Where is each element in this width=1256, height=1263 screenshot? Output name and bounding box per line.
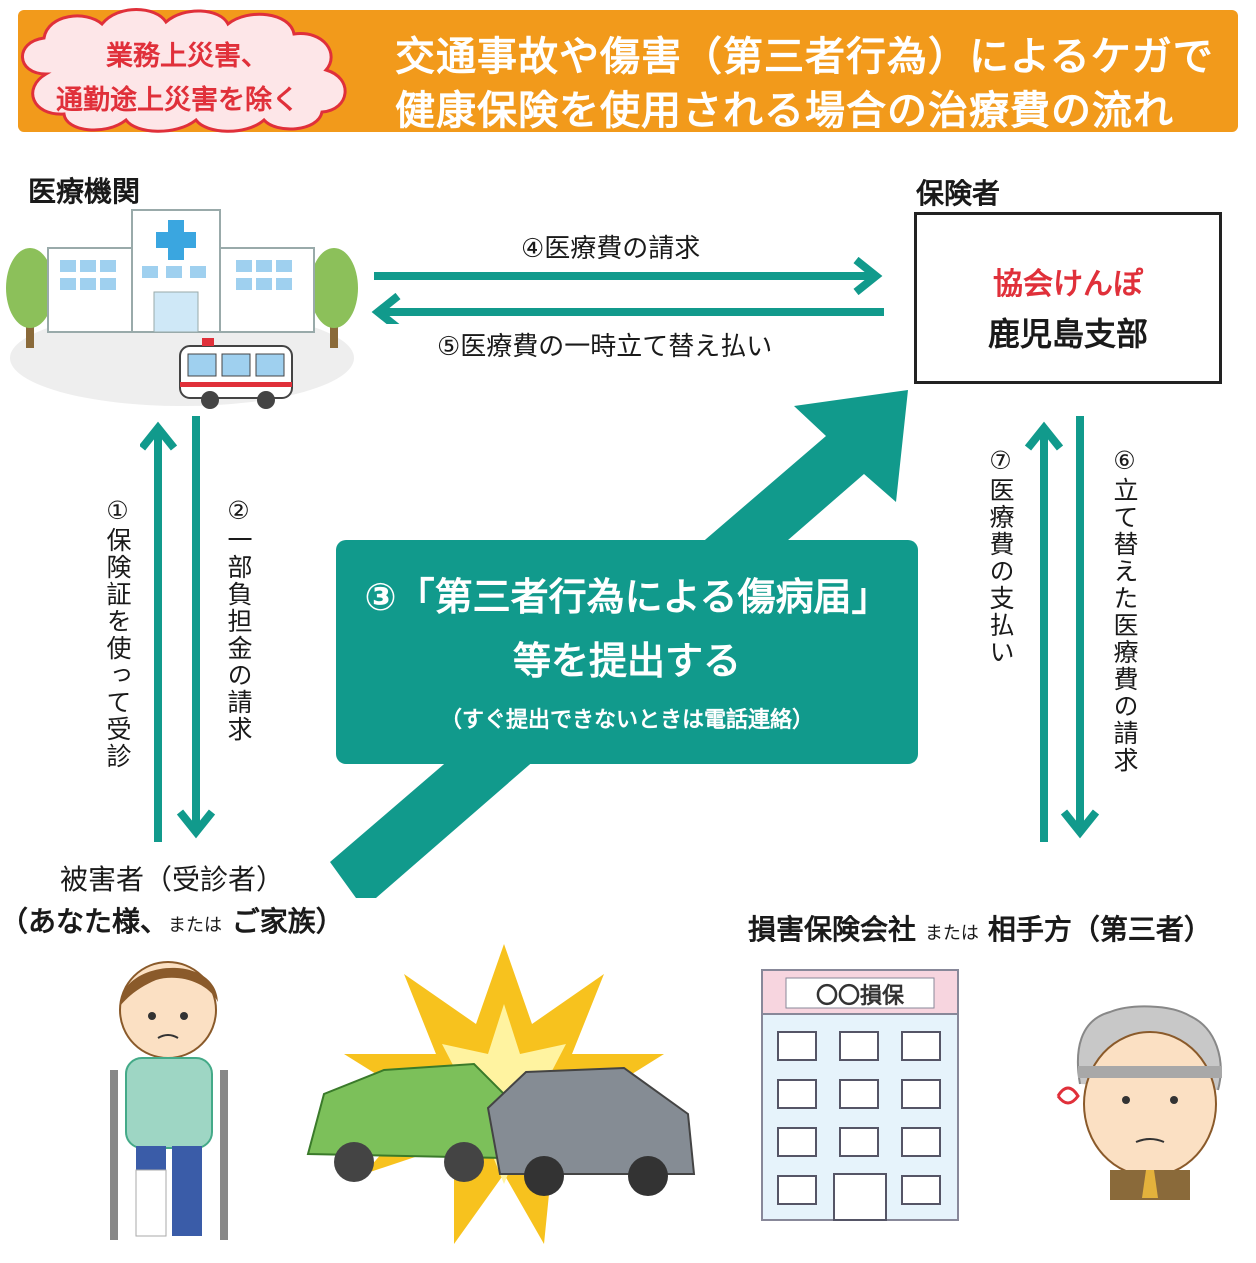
cloud-badge — [21, 8, 347, 133]
green-car-icon — [306, 1062, 516, 1182]
hospital-illustration — [6, 209, 358, 409]
title-line2: 健康保険を使用される場合の治療費の流れ — [395, 88, 1174, 134]
injured-person-illustration — [110, 961, 228, 1240]
third-party-person: 相手方（第三者） — [987, 913, 1212, 946]
gray-car-icon — [486, 1066, 696, 1196]
step3-title-line1: ③「第三者行為による傷病届」 — [364, 575, 890, 619]
third-party-label: 損害保険会社 または 相手方（第三者） — [748, 908, 1212, 948]
arrows-victim-hospital — [140, 416, 216, 842]
victim-label-line2: （あなた様、または ご家族） — [0, 900, 344, 940]
worried-man-illustration — [1056, 1005, 1222, 1200]
arrow-step4 — [374, 256, 883, 296]
arrow-step6 — [1060, 416, 1100, 839]
insurer-box: 協会けんぽ 鹿児島支部 — [914, 212, 1222, 384]
step2-label: ②一部負担金の請求 — [224, 496, 253, 743]
step6-label: ⑥立て替えた医療費の請求 — [1110, 446, 1139, 774]
hospital-label: 医療機関 — [28, 175, 141, 208]
victim-label-line1: 被害者（受診者） — [60, 863, 285, 896]
title-line1: 交通事故や傷害（第三者行為）によるケガで — [395, 34, 1214, 80]
step3-callout — [336, 540, 918, 764]
arrow-step5 — [371, 292, 884, 324]
insurance-building-illustration — [761, 969, 959, 1221]
arrow-step7 — [1024, 421, 1064, 842]
cloud-text-line1: 業務上災害、 — [106, 41, 268, 72]
insurer-label: 保険者 — [916, 177, 1001, 210]
arrows-hospital-insurer — [371, 256, 884, 324]
step3-title-line2: 等を提出する — [512, 639, 741, 683]
arrow-step2 — [176, 416, 216, 839]
step4-label: ④医療費の請求 — [521, 234, 701, 264]
insurance-building-sign: 〇〇損保 — [815, 984, 904, 1009]
step1-label: ①保険証を使って受診 — [103, 496, 132, 770]
step3-note: （すぐ提出できないときは電話連絡） — [439, 708, 814, 733]
arrows-insurer-thirdparty — [1024, 416, 1100, 842]
tree-icon — [6, 248, 54, 348]
victim-label-you: （あなた様、 — [0, 905, 169, 938]
ambulance-icon — [179, 338, 293, 409]
third-party-insurer: 損害保険会社 — [748, 913, 917, 946]
cloud-text-line2: 通勤途上災害を除く — [56, 85, 299, 116]
insurer-org: 協会けんぽ — [993, 267, 1143, 302]
tree-icon — [310, 248, 358, 348]
step7-label: ⑦医療費の支払い — [986, 446, 1015, 666]
third-party-or: または — [924, 923, 979, 944]
victim-label-or: または — [168, 915, 223, 936]
step5-label: ⑤医療費の一時立て替え払い — [437, 332, 773, 362]
victim-label-family: ご家族） — [231, 905, 344, 938]
car-crash-illustration — [306, 944, 696, 1244]
insurer-branch: 鹿児島支部 — [987, 315, 1148, 353]
arrow-step1 — [140, 421, 178, 842]
